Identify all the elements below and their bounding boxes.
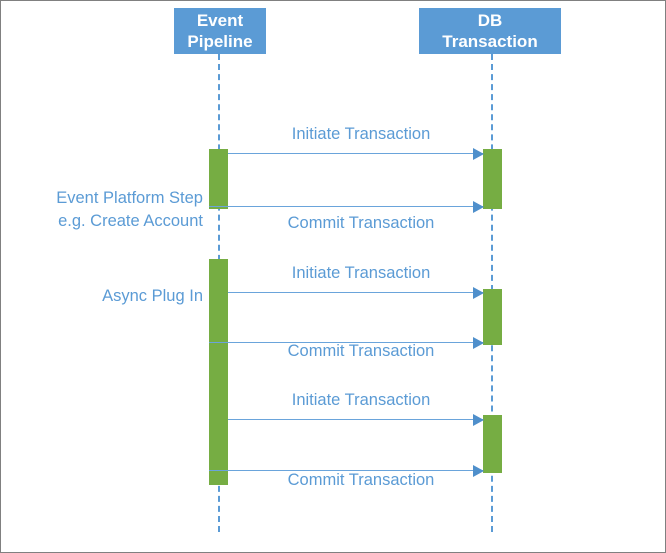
note-event-platform-step: Event Platform Step e.g. Create Account (11, 164, 203, 233)
message-commit-3-label: Commit Transaction (233, 471, 489, 490)
message-initiate-3-label: Initiate Transaction (233, 391, 489, 410)
activation-event-pipeline-sync[interactable] (209, 149, 228, 209)
message-commit-3-text: Commit Transaction (287, 471, 435, 489)
activation-db-transaction-1[interactable] (483, 149, 502, 209)
note-event-platform-step-label: Event Platform Step e.g. Create Account (56, 189, 203, 230)
arrowhead-right-icon (473, 337, 484, 349)
message-initiate-1-text: Initiate Transaction (291, 125, 431, 143)
message-commit-1-label: Commit Transaction (233, 214, 489, 233)
message-initiate-2-text: Initiate Transaction (291, 264, 431, 282)
message-initiate-3-text: Initiate Transaction (291, 391, 431, 409)
message-initiate-3[interactable] (228, 414, 484, 426)
arrowhead-right-icon (473, 414, 484, 426)
participant-db-transaction[interactable]: DB Transaction (419, 8, 561, 54)
message-commit-2-label: Commit Transaction (233, 342, 489, 361)
message-initiate-1-label: Initiate Transaction (233, 125, 489, 144)
arrowhead-right-icon (473, 201, 484, 213)
activation-event-pipeline-async[interactable] (209, 259, 228, 485)
participant-event-pipeline-label: Event Pipeline (187, 11, 253, 51)
arrowhead-right-icon (473, 148, 484, 160)
arrowhead-right-icon (473, 465, 484, 477)
message-commit-2[interactable] (209, 337, 484, 349)
participant-event-pipeline[interactable]: Event Pipeline (174, 8, 266, 54)
message-initiate-1[interactable] (228, 148, 484, 160)
participant-db-transaction-label: DB Transaction (442, 11, 538, 51)
message-commit-1[interactable] (209, 201, 484, 213)
message-initiate-2[interactable] (228, 287, 484, 299)
message-initiate-2-label: Initiate Transaction (233, 264, 489, 283)
note-async-plug-in-label: Async Plug In (102, 287, 203, 305)
note-async-plug-in: Async Plug In (11, 262, 203, 308)
arrowhead-right-icon (473, 287, 484, 299)
activation-db-transaction-2[interactable] (483, 289, 502, 345)
activation-db-transaction-3[interactable] (483, 415, 502, 473)
message-commit-3[interactable] (209, 465, 484, 477)
message-commit-1-text: Commit Transaction (287, 214, 435, 232)
message-commit-2-text: Commit Transaction (287, 342, 435, 360)
